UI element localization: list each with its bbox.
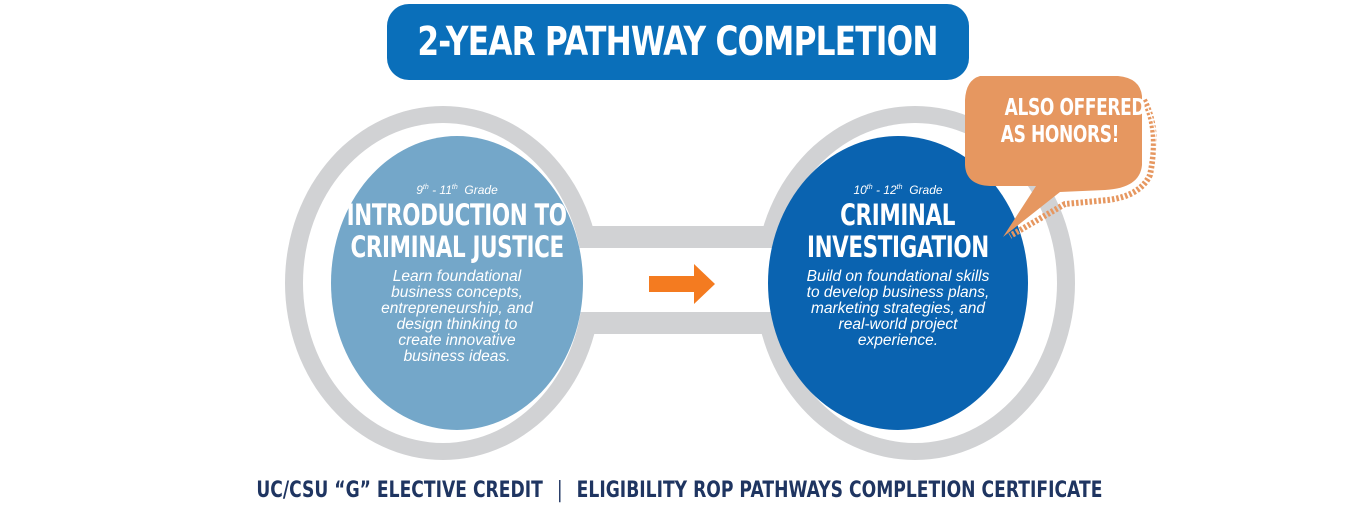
grade-start: 10 (853, 183, 867, 197)
grade-start: 9 (416, 183, 423, 197)
grade-label: Grade (909, 183, 943, 197)
description-line: business concepts, (391, 284, 523, 301)
description-line: marketing strategies, and (810, 300, 986, 317)
course-description: Build on foundational skills to develop … (807, 269, 990, 349)
grade-range: 10th - 12th Grade (853, 183, 943, 197)
description-line: create innovative (398, 332, 516, 349)
arrow-right-icon (649, 264, 715, 304)
course-card-intro-criminal-justice: 9th - 11th Grade INTRODUCTION TO CRIMINA… (332, 183, 582, 365)
grade-end: 12 (883, 183, 897, 197)
callout-line2: AS HONORS! (1000, 122, 1120, 148)
description-line: Learn foundational (392, 268, 522, 285)
course-description: Learn foundational business concepts, en… (381, 269, 533, 365)
grade-range: 9th - 11th Grade (416, 183, 498, 197)
description-line: to develop business plans, (806, 284, 990, 301)
grade-label: Grade (464, 183, 498, 197)
honors-callout: ALSO OFFERED AS HONORS! (980, 95, 1146, 149)
page-title: 2-YEAR PATHWAY COMPLETION (417, 19, 939, 65)
course-title-line1: CRIMINAL (840, 198, 956, 232)
grade-start-suffix: th (422, 184, 429, 191)
footer-credits: UC/CSU “G” ELECTIVE CREDIT | ELIGIBILITY… (0, 478, 1358, 503)
footer-separator: | (556, 478, 563, 503)
honors-speech-bubble (965, 76, 1157, 239)
callout-line1: ALSO OFFERED (1004, 95, 1146, 121)
grade-end: 11 (439, 183, 452, 197)
description-line: entrepreneurship, and (381, 300, 533, 317)
description-line: business ideas. (403, 348, 511, 365)
grade-end-suffix: th (451, 184, 458, 191)
course-card-criminal-investigation: 10th - 12th Grade CRIMINAL INVESTIGATION… (773, 183, 1023, 349)
description-line: experience. (857, 332, 939, 349)
footer-elective-credit: UC/CSU “G” ELECTIVE CREDIT (255, 478, 543, 503)
grade-start-suffix: th (866, 184, 873, 191)
right-course-disc (768, 136, 1028, 430)
description-line: design thinking to (396, 316, 518, 333)
title-banner: 2-YEAR PATHWAY COMPLETION (387, 4, 969, 80)
left-course-disc (331, 136, 583, 430)
course-title-line2: INVESTIGATION (807, 230, 989, 264)
description-line: Build on foundational skills (806, 268, 990, 285)
course-title-line2: CRIMINAL JUSTICE (350, 230, 564, 264)
grade-end-suffix: th (896, 184, 903, 191)
description-line: real-world project (838, 316, 958, 333)
course-title-line1: INTRODUCTION TO (347, 198, 567, 232)
footer-certificate: ELIGIBILITY ROP PATHWAYS COMPLETION CERT… (576, 478, 1103, 503)
